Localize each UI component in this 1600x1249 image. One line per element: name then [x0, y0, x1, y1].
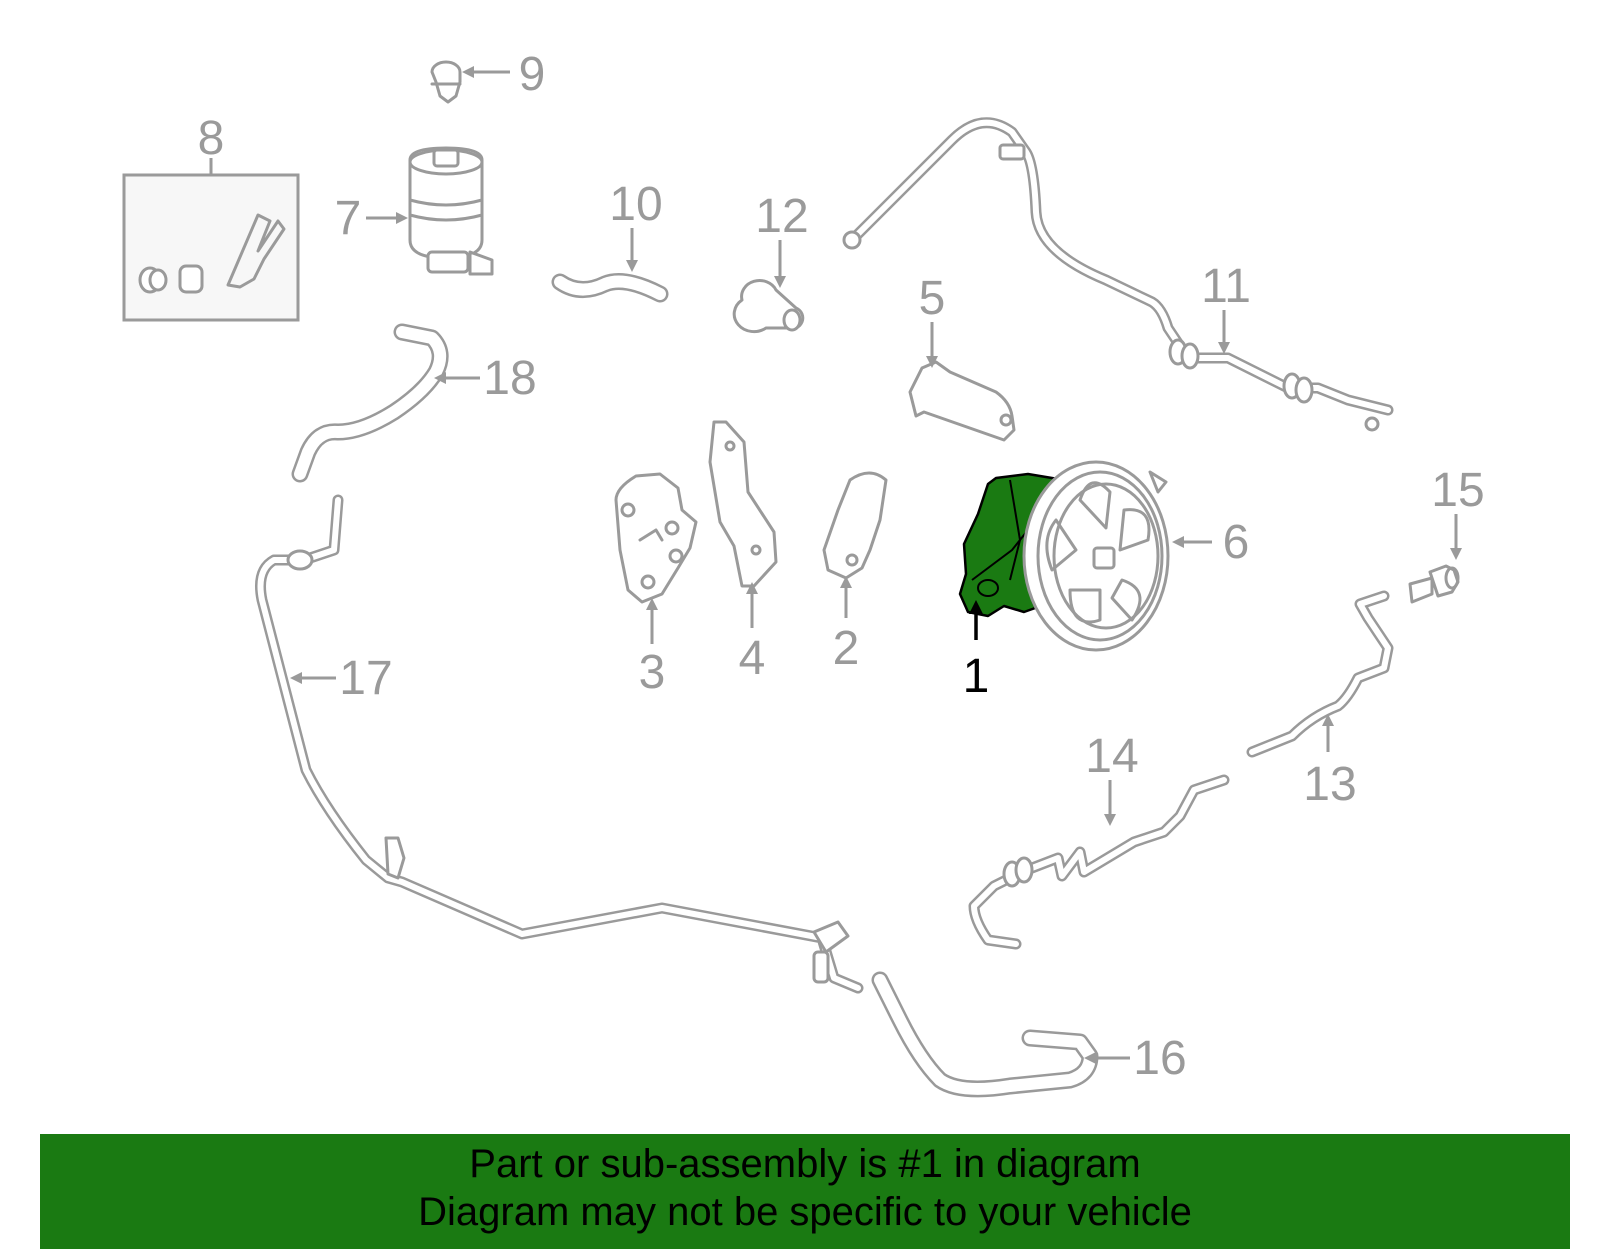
callout-9: 9: [519, 48, 546, 101]
part-16-hose[interactable]: [871, 971, 1099, 1098]
callout-16: 16: [1133, 1032, 1186, 1085]
callout-6: 6: [1223, 516, 1250, 569]
callout-12: 12: [755, 190, 808, 243]
part-7-reservoir[interactable]: [408, 146, 494, 276]
banner-line-2: Diagram may not be specific to your vehi…: [418, 1190, 1192, 1234]
part-3-bracket[interactable]: [614, 472, 698, 604]
callout-18: 18: [483, 352, 536, 405]
part-18-hose[interactable]: [291, 323, 449, 483]
part-11-pressure-line[interactable]: [842, 117, 1394, 432]
callout-labels: 1 2 3 4 5 6 7 8 9 10 11 12 13 14 15 16 1…: [198, 48, 1485, 1085]
part-6-pulley[interactable]: [1022, 460, 1170, 652]
part-15-bolt[interactable]: [1408, 564, 1460, 604]
info-banner: Part or sub-assembly is #1 in diagram Di…: [40, 1134, 1570, 1249]
callout-10: 10: [609, 178, 662, 231]
part-2-bracket[interactable]: [822, 471, 888, 580]
part-8-kit-box[interactable]: [122, 158, 300, 322]
callout-13: 13: [1303, 758, 1356, 811]
callout-4: 4: [739, 632, 766, 685]
callout-arrows: [209, 66, 1462, 1064]
parts-diagram: 1 2 3 4 5 6 7 8 9 10 11 12 13 14 15 16 1…: [122, 48, 1485, 1098]
callout-5: 5: [919, 272, 946, 325]
callout-8: 8: [198, 112, 225, 165]
part-12-fitting[interactable]: [732, 279, 805, 334]
callout-7: 7: [335, 192, 362, 245]
callout-3: 3: [639, 646, 666, 699]
callout-17: 17: [339, 652, 392, 705]
part-10-hose[interactable]: [551, 273, 669, 303]
callout-11: 11: [1201, 260, 1251, 313]
part-5-bracket[interactable]: [908, 360, 1016, 442]
part-4-bracket[interactable]: [708, 420, 778, 588]
part-17-long-line[interactable]: [255, 494, 864, 994]
part-13-return-line[interactable]: [1246, 590, 1394, 758]
callout-15: 15: [1431, 464, 1484, 517]
banner-line-1: Part or sub-assembly is #1 in diagram: [469, 1142, 1141, 1186]
part-14-line[interactable]: [968, 774, 1230, 950]
callout-2: 2: [833, 622, 860, 675]
part-9-clip[interactable]: [430, 60, 462, 104]
callout-14: 14: [1085, 730, 1138, 783]
callout-1: 1: [963, 650, 990, 703]
